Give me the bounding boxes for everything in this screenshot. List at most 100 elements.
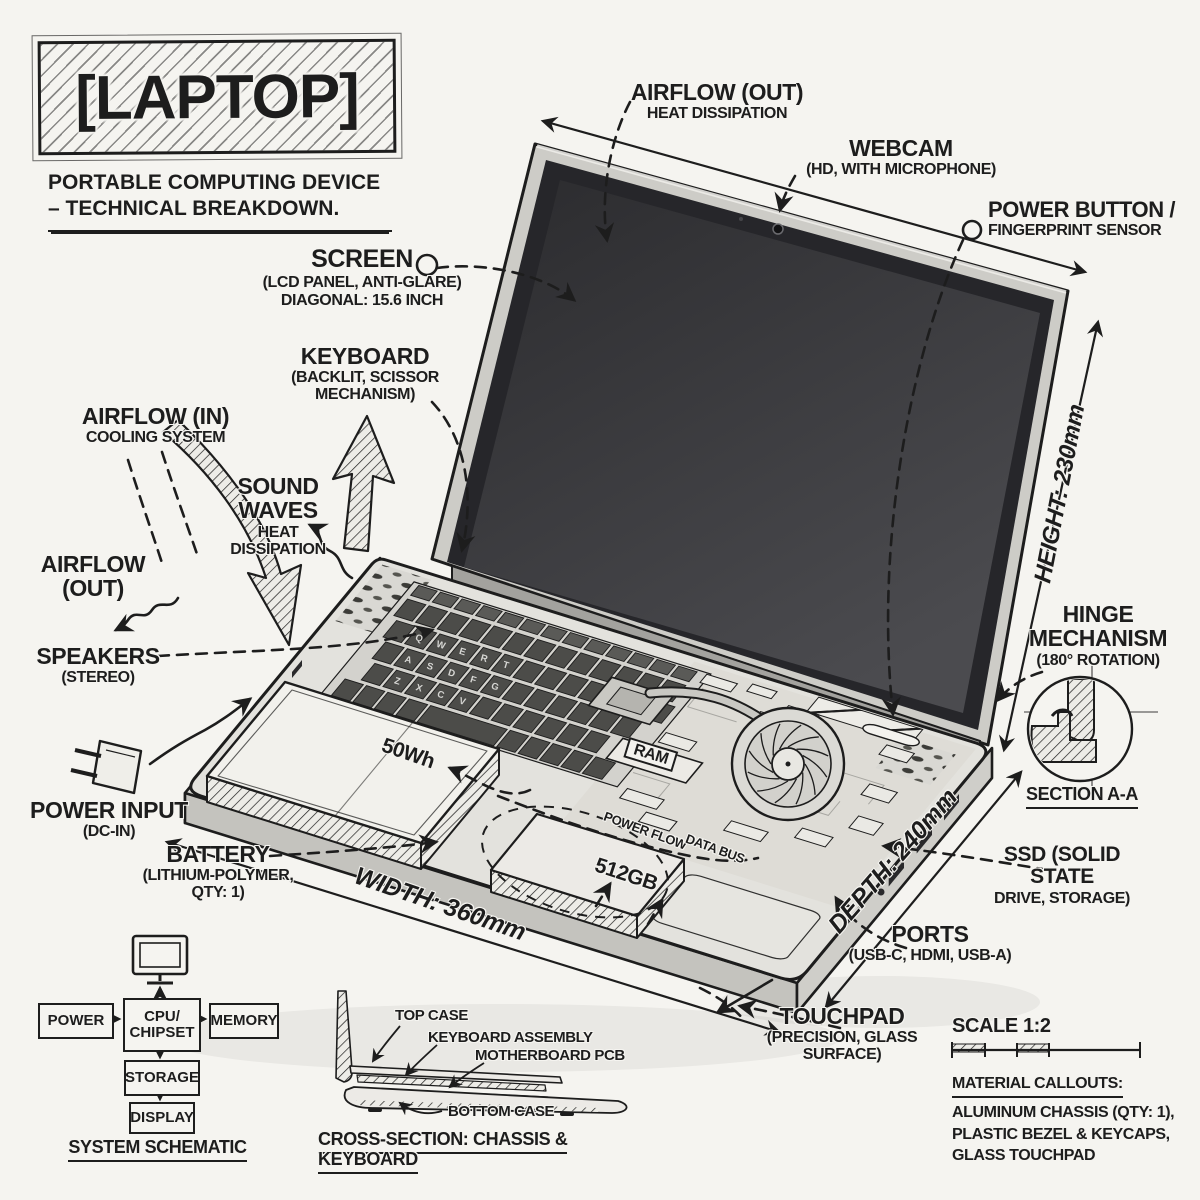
- screen-sub2: DIAGONAL: 15.6 INCH: [280, 292, 444, 310]
- schematic-node-power: POWER: [38, 1003, 114, 1039]
- keycap-letter: A: [403, 654, 413, 667]
- monitor-icon: [131, 934, 189, 976]
- leader-airflow-in-2: [160, 450, 199, 556]
- schematic-caption-wrap: SYSTEM SCHEMATIC: [55, 1137, 260, 1162]
- power-plug-icon: [70, 739, 143, 795]
- schematic-node-storage: STORAGE: [124, 1060, 200, 1096]
- keycap: [627, 653, 654, 669]
- leader-keyboard: [430, 400, 476, 553]
- keycap-letter: W: [435, 639, 447, 652]
- hinge-section-detail: [1024, 664, 1158, 798]
- keycap: [535, 717, 567, 739]
- cross-section-art: [335, 990, 628, 1116]
- keycap: [582, 757, 615, 780]
- airflow-out-squiggle: [113, 596, 180, 632]
- schematic-caption: SYSTEM SCHEMATIC: [68, 1137, 247, 1162]
- callout-speakers: SPEAKERS (STEREO): [32, 644, 164, 687]
- schematic-node-memory: MEMORY: [209, 1003, 279, 1039]
- callout-power-button: POWER BUTTON / FINGERPRINT SENSOR: [988, 198, 1178, 240]
- keycap-letter: D: [447, 667, 457, 680]
- fan-blades: [747, 723, 829, 805]
- heat-up-arrow: [331, 414, 396, 553]
- microphone-dot: [739, 217, 743, 221]
- keyboard-title: KEYBOARD: [300, 343, 430, 369]
- touchpad-title: TOUCHPAD: [779, 1003, 905, 1029]
- materials-heading: MATERIAL CALLOUTS:: [952, 1075, 1123, 1098]
- webcam-dot: [772, 223, 784, 235]
- keycap-letter: V: [458, 696, 468, 709]
- dc-in-port: [292, 660, 302, 678]
- leader-airflow-out-top: [594, 100, 632, 243]
- section-aa-title: SECTION A-A: [1026, 784, 1138, 809]
- keycap: [459, 669, 491, 691]
- callout-keyboard: KEYBOARD (BACKLIT, SCISSOR MECHANISM): [288, 344, 442, 404]
- keycap: [361, 663, 393, 685]
- keycap: [396, 699, 428, 721]
- airflow-arrows: [161, 414, 396, 647]
- leader-battery-capacity: [447, 765, 532, 795]
- keycap: [448, 690, 480, 712]
- subtitle-line-1: PORTABLE COMPUTING DEVICE: [48, 171, 381, 194]
- keycap: [497, 612, 524, 628]
- cross-section-keyboard-assembly: KEYBOARD ASSEMBLY: [428, 1029, 593, 1046]
- airflow-in-sub: COOLING SYSTEM: [85, 429, 226, 447]
- leader-webcam: [774, 174, 797, 213]
- callout-ports: PORTS (USB-C, HDMI, USB-A): [838, 922, 1022, 965]
- hinge-sub: (180° ROTATION): [1036, 651, 1160, 669]
- dashed-leaders: [126, 100, 1050, 1030]
- keycap: [578, 731, 610, 753]
- subtitle-line-2: – TECHNICAL BREAKDOWN.: [48, 197, 340, 221]
- keycap: [513, 710, 545, 732]
- depth-dim-line: [824, 770, 1023, 1009]
- keycap: [394, 649, 426, 671]
- keycap: [513, 661, 545, 683]
- keycap-letter: X: [414, 682, 424, 695]
- keycap: [671, 666, 698, 682]
- speakers-sub: (STEREO): [61, 669, 135, 687]
- leader-ssd: [881, 838, 1050, 872]
- keycap: [545, 696, 577, 718]
- sound-waves-title: SOUND WAVES: [237, 473, 319, 524]
- scale-bar: [951, 1042, 1141, 1058]
- keycap: [432, 592, 459, 608]
- keycap: [539, 744, 571, 766]
- keycap-letter: Q: [414, 632, 424, 645]
- keyboard-sub: (BACKLIT, SCISSOR MECHANISM): [291, 369, 439, 404]
- keycap-letter: E: [458, 646, 467, 658]
- callout-airflow-out-top: AIRFLOW (OUT) HEAT DISSIPATION: [612, 80, 822, 123]
- power-button-sub: FINGERPRINT SENSOR: [988, 222, 1162, 240]
- height-dim-line: [998, 319, 1104, 753]
- airflow-in-arrow: [161, 418, 303, 647]
- width-dim-line: [164, 838, 782, 1036]
- ssd-title: SSD (SOLID STATE: [1003, 843, 1121, 889]
- keycap: [454, 599, 481, 615]
- power-input-sub: (DC-IN): [82, 823, 136, 841]
- screen-sub: (LCD PANEL, ANTI-GLARE): [262, 273, 462, 291]
- page-subtitle: PORTABLE COMPUTING DEVICE – TECHNICAL BR…: [48, 170, 392, 232]
- callout-airflow-out-left: AIRFLOW (OUT): [36, 552, 150, 601]
- keycap: [541, 626, 568, 642]
- battery-title: BATTERY: [166, 841, 270, 867]
- keycap: [459, 619, 491, 641]
- airflow-out-left-title: AIRFLOW (OUT): [40, 551, 146, 602]
- power-cord-arrow: [148, 697, 253, 766]
- keycap: [524, 689, 556, 711]
- system-schematic-art: [104, 934, 208, 1102]
- material-callouts: MATERIAL CALLOUTS: ALUMINUM CHASSIS (QTY…: [952, 1075, 1177, 1167]
- sound-waves-sub: HEAT DISSIPATION: [230, 523, 326, 558]
- leader-speakers: [156, 625, 435, 658]
- scale-label: SCALE 1:2: [952, 1015, 1051, 1037]
- materials-item-2: PLASTIC BEZEL & KEYCAPS,: [952, 1125, 1170, 1143]
- keycap: [497, 730, 529, 752]
- keycap: [383, 670, 415, 692]
- ssd-arrow-2: [645, 897, 664, 926]
- keycap: [519, 619, 546, 635]
- dimension-lines: [164, 116, 1104, 1036]
- leader-battery: [268, 834, 439, 858]
- cross-section-caption: CROSS-SECTION: CHASSIS & KEYBOARD: [318, 1129, 568, 1174]
- airflow-out-top-title: AIRFLOW (OUT): [630, 79, 804, 105]
- ports-title: PORTS: [891, 921, 969, 947]
- power-flow-line: [496, 794, 760, 863]
- cross-section-motherboard: MOTHERBOARD PCB: [475, 1047, 625, 1064]
